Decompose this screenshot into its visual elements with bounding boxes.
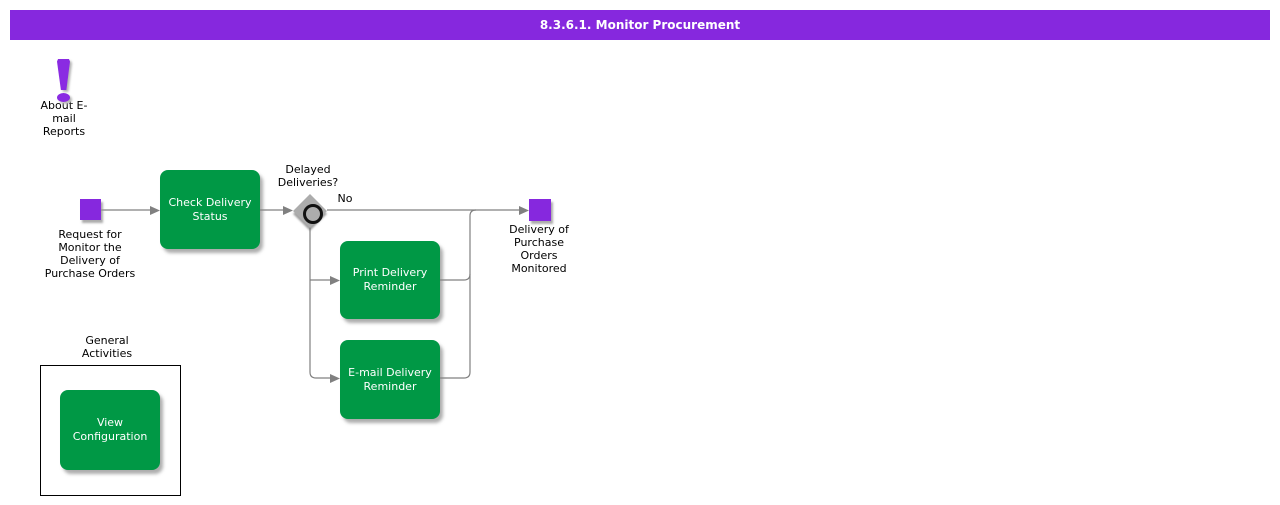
decision-delayed-deliveries[interactable]	[293, 194, 327, 228]
task-email-delivery-reminder[interactable]: E-mail Delivery Reminder	[340, 340, 440, 419]
arrowhead-into-decision	[283, 206, 293, 215]
task-view-configuration[interactable]: View Configuration	[60, 390, 160, 470]
end-event-label: Delivery of Purchase Orders Monitored	[509, 223, 569, 275]
task-print-delivery-reminder-label: Print Delivery Reminder	[352, 266, 428, 293]
start-event[interactable]	[80, 199, 101, 220]
exclamation-dot	[57, 93, 70, 102]
arrowhead-into-check	[150, 206, 160, 215]
connector-decision-down-to-email	[309, 227, 330, 379]
arrowhead-into-end	[519, 206, 529, 215]
page-title: 8.3.6.1. Monitor Procurement	[539, 18, 741, 32]
exclamation-bar	[57, 59, 70, 90]
task-check-delivery-status[interactable]: Check Delivery Status	[160, 170, 260, 249]
connector-email-return	[440, 209, 477, 379]
general-activities-label: General Activities	[81, 334, 133, 360]
task-print-delivery-reminder[interactable]: Print Delivery Reminder	[340, 241, 440, 319]
task-email-delivery-reminder-label: E-mail Delivery Reminder	[348, 365, 432, 393]
arrowhead-into-print	[330, 276, 340, 285]
task-check-delivery-status-label: Check Delivery Status	[168, 195, 252, 223]
task-view-configuration-label: View Configuration	[72, 416, 148, 443]
decision-question-label: Delayed Deliveries?	[277, 163, 339, 189]
connector-print-return	[440, 273, 471, 281]
warning-exclamation-icon[interactable]	[55, 58, 75, 102]
header-bar: 8.3.6.1. Monitor Procurement	[10, 10, 1270, 40]
end-event[interactable]	[529, 199, 551, 221]
about-email-reports-label: About E- mail Reports	[40, 99, 88, 138]
start-event-label: Request for Monitor the Delivery of Purc…	[44, 228, 136, 280]
decision-no-label: No	[337, 192, 353, 205]
arrowhead-into-email	[330, 374, 340, 383]
